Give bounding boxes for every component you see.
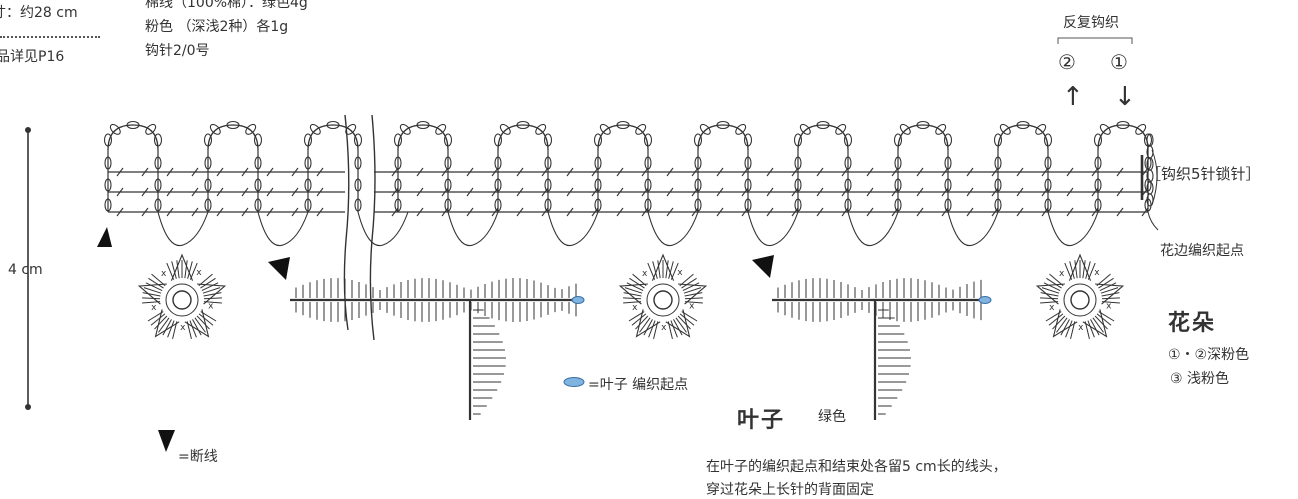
- arrow-down-icon: ↓: [1114, 82, 1136, 112]
- border-arch: [693, 120, 799, 247]
- break-gap: [343, 114, 376, 341]
- svg-text:x: x: [642, 269, 648, 279]
- border-arch: [103, 120, 209, 247]
- starting-chain-column: [1140, 133, 1159, 231]
- border-start-note: 花边编织起点: [1160, 243, 1244, 259]
- svg-text:x: x: [208, 301, 214, 311]
- border-row: [108, 207, 1149, 217]
- svg-text:x: x: [180, 323, 186, 333]
- yarn-text: 棉线（100%棉）：绿色4g: [145, 0, 308, 11]
- flower-color-2: ③ 浅粉色: [1170, 371, 1230, 387]
- note-line-2: 穿过花朵上长针的背面固定: [706, 482, 874, 498]
- chain-note: ［钩织5针锁针］: [1146, 165, 1261, 183]
- svg-text:x: x: [1059, 269, 1065, 279]
- pink-yarn-text: 粉色 （深浅2种）各1g: [145, 19, 289, 35]
- cut-yarn-legend: =断线: [178, 449, 218, 465]
- size-text: 寸：约28 cm: [0, 5, 78, 21]
- svg-text:x: x: [196, 268, 202, 278]
- svg-text:x: x: [677, 268, 683, 278]
- svg-text:x: x: [1049, 303, 1055, 313]
- svg-text:x: x: [151, 303, 157, 313]
- svg-text:x: x: [689, 301, 695, 311]
- height-label: 4 cm: [8, 262, 43, 278]
- border-arch: [393, 120, 499, 247]
- svg-text:x: x: [632, 303, 638, 313]
- border-arch: [493, 120, 599, 247]
- flower-color-1: ①・②深粉色: [1168, 347, 1250, 363]
- border-arch: [893, 120, 999, 247]
- height-measure: [25, 127, 31, 410]
- flower-motif: x x x x x: [618, 253, 708, 339]
- leaf-start-legend: =叶子 编织起点: [588, 377, 689, 393]
- cut-yarn-triangle-icon: [268, 257, 290, 280]
- border-arch: [793, 120, 899, 247]
- repeat-mark-2: ②: [1058, 50, 1076, 74]
- repeat-label: 反复钩织: [1063, 15, 1119, 31]
- border-arch: [303, 120, 409, 247]
- leaf-strip: [772, 278, 992, 322]
- repeat-mark-1: ①: [1110, 50, 1128, 74]
- repeat-bracket: [1057, 37, 1133, 44]
- flower-motif: x x x x x: [137, 253, 227, 339]
- border-arch: [203, 120, 309, 247]
- flower-motifs: x x x x x x x x x x x x x x x: [137, 253, 1125, 339]
- border-row: [108, 167, 1149, 177]
- arrow-up-icon: ↑: [1062, 82, 1084, 112]
- svg-text:x: x: [1094, 268, 1100, 278]
- hook-text: 钩针2/0号: [145, 43, 210, 59]
- leaf-motifs: [290, 278, 992, 420]
- flower-motif: x x x x x: [1035, 253, 1125, 339]
- svg-text:x: x: [1078, 323, 1084, 333]
- border-row: [108, 187, 1149, 197]
- leaf-drop: [468, 300, 506, 420]
- border-arch: [593, 120, 699, 247]
- cut-yarn-triangle-icon: [752, 255, 774, 278]
- dotted-divider: [0, 36, 100, 38]
- svg-text:x: x: [161, 269, 167, 279]
- svg-text:x: x: [661, 323, 667, 333]
- border-arches: [103, 120, 1153, 247]
- detail-text: 品详见P16: [0, 49, 65, 65]
- border-arch: [993, 120, 1099, 247]
- flower-title: 花朵: [1168, 311, 1217, 336]
- cut-yarn-legend-triangle-icon: [158, 430, 175, 452]
- note-line-1: 在叶子的编织起点和结束处各留5 cm长的线头，: [706, 459, 1007, 475]
- leaf-color: 绿色: [818, 409, 846, 425]
- leaf-drop: [873, 300, 911, 420]
- leaf-start-icon: [563, 377, 585, 387]
- leaf-title: 叶子: [737, 408, 786, 433]
- leaf-strip: [290, 278, 585, 322]
- svg-text:x: x: [1106, 301, 1112, 311]
- border-start-triangle-icon: [97, 227, 112, 247]
